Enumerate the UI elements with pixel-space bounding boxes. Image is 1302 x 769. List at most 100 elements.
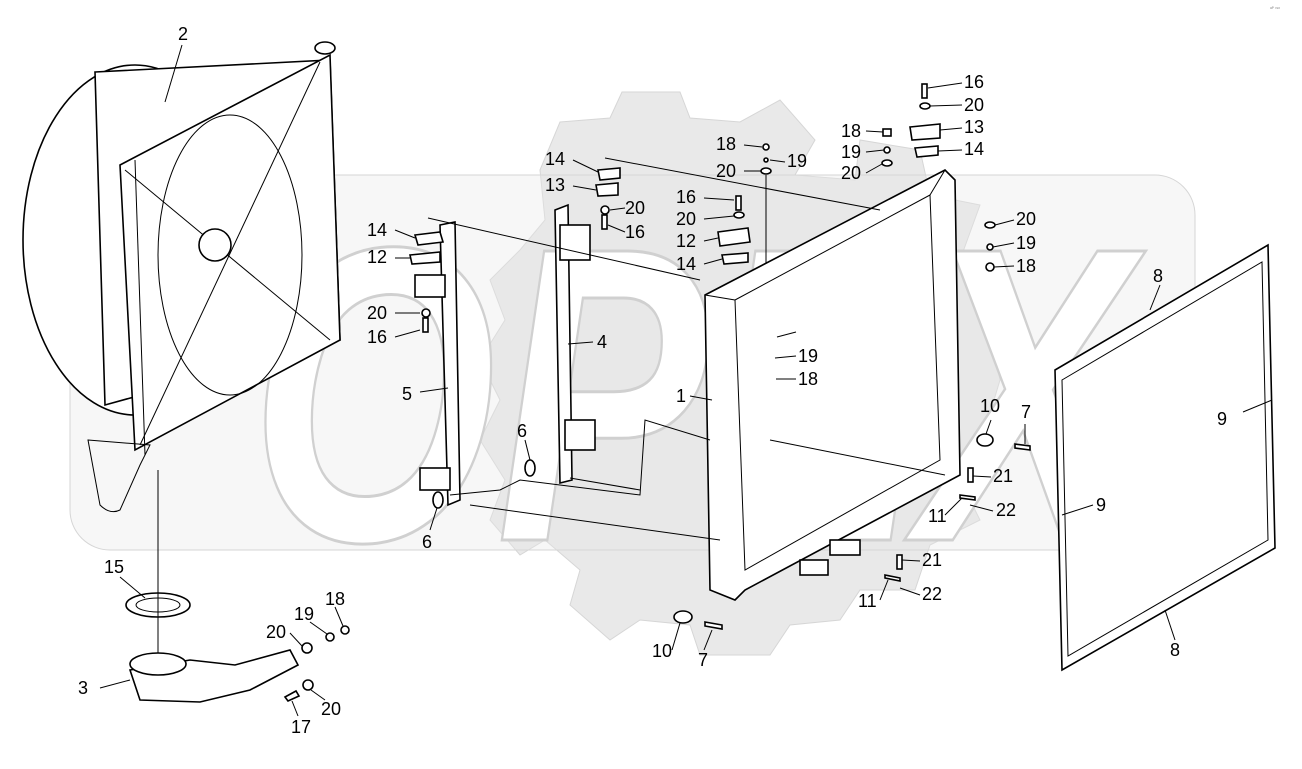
leader-19c bbox=[865, 149, 885, 153]
leader-20a bbox=[289, 632, 303, 647]
bushing-10-b bbox=[673, 610, 693, 624]
leader-13b bbox=[939, 127, 963, 131]
guide-e bbox=[569, 477, 641, 491]
leader-22a bbox=[969, 504, 994, 512]
leader-16d bbox=[927, 82, 963, 89]
callout-16-d: 16 bbox=[964, 72, 984, 92]
fan-shroud-assembly bbox=[22, 41, 341, 513]
callout-9-a: 9 bbox=[1217, 409, 1227, 429]
leader-15 bbox=[119, 576, 146, 599]
leader-11a bbox=[944, 497, 963, 516]
leader-11b bbox=[879, 579, 889, 601]
callout-18-c: 18 bbox=[841, 121, 861, 141]
callout-8-b: 8 bbox=[1170, 640, 1180, 660]
callout-18-a: 18 bbox=[325, 589, 345, 609]
washer-19-a bbox=[325, 632, 335, 642]
pad-14-c bbox=[721, 252, 749, 265]
bracket-3-collar bbox=[129, 652, 187, 676]
clamp-12-b bbox=[717, 227, 751, 247]
washer-20-i bbox=[984, 221, 996, 229]
callout-7-a: 7 bbox=[1021, 402, 1031, 422]
leader-4 bbox=[567, 341, 594, 345]
callout-4: 4 bbox=[597, 332, 607, 352]
washer-20-d bbox=[600, 205, 610, 215]
leader-10a bbox=[985, 419, 992, 435]
callout-14-a: 14 bbox=[545, 149, 565, 169]
leader-19b bbox=[769, 159, 786, 163]
callout-14-d: 14 bbox=[964, 139, 984, 159]
callout-1: 1 bbox=[676, 386, 686, 406]
leader-lines bbox=[99, 44, 1273, 689]
guide-c bbox=[449, 419, 711, 496]
callout-16-a: 16 bbox=[367, 327, 387, 347]
frame-lug bbox=[314, 41, 336, 55]
callout-10-a: 10 bbox=[980, 396, 1000, 416]
callouts: 2 1 3 4 5 6 6 7 7 8 8 9 9 10 10 11 11 12… bbox=[78, 24, 1227, 737]
upright-5-plate-bottom bbox=[419, 467, 451, 491]
bolt-16-a bbox=[422, 317, 429, 333]
leader-22b bbox=[899, 587, 921, 596]
leader-12b bbox=[703, 237, 719, 242]
guide-a bbox=[427, 217, 701, 281]
nut-18-c bbox=[882, 128, 892, 137]
left-upright-5 bbox=[409, 221, 461, 509]
callout-22-a: 22 bbox=[996, 500, 1016, 520]
callout-12-a: 12 bbox=[367, 247, 387, 267]
leader-10b bbox=[671, 622, 681, 651]
upright-4-plate-top bbox=[559, 224, 591, 261]
callout-20-d: 20 bbox=[625, 198, 645, 218]
washer-20-b bbox=[302, 679, 314, 691]
upright-4-bar bbox=[554, 203, 573, 485]
upright-4-plate-bottom bbox=[564, 419, 596, 451]
leader-21b bbox=[901, 559, 921, 562]
callout-15: 15 bbox=[104, 557, 124, 577]
leader-20d bbox=[609, 207, 626, 211]
washer-20-h bbox=[919, 102, 931, 110]
leader-20i bbox=[994, 219, 1015, 226]
pad-14-d bbox=[914, 145, 939, 158]
callout-17: 17 bbox=[291, 717, 311, 737]
frame-bracket bbox=[87, 439, 151, 513]
callout-11-a: 11 bbox=[928, 506, 947, 526]
leader-16a bbox=[394, 329, 421, 338]
leader-6b bbox=[524, 439, 531, 461]
callout-5: 5 bbox=[402, 384, 412, 404]
callout-16-b: 16 bbox=[625, 222, 645, 242]
clamp-13-a bbox=[595, 182, 619, 197]
bolt-17 bbox=[283, 689, 301, 702]
main-frame-1 bbox=[673, 169, 1031, 630]
assembly-lines bbox=[427, 157, 946, 541]
bushing-10-a bbox=[976, 433, 994, 447]
callout-10-b: 10 bbox=[652, 641, 672, 661]
callout-8-a: 8 bbox=[1153, 266, 1163, 286]
guide-d bbox=[469, 504, 721, 541]
bolt-16-c bbox=[735, 195, 742, 211]
callout-20-i: 20 bbox=[1016, 209, 1036, 229]
leader-8a bbox=[1149, 284, 1161, 311]
callout-20-a: 20 bbox=[266, 622, 286, 642]
leader-19d bbox=[992, 242, 1015, 248]
callout-18-b: 18 bbox=[716, 134, 736, 154]
callout-16-c: 16 bbox=[676, 187, 696, 207]
callout-21-a: 21 bbox=[993, 466, 1013, 486]
leader-20f bbox=[703, 215, 735, 220]
bolt-11-b bbox=[884, 574, 901, 582]
callout-11-b: 11 bbox=[858, 591, 877, 611]
upright-5-plate-top bbox=[414, 274, 446, 298]
leader-20g bbox=[929, 104, 963, 107]
callout-20-e: 20 bbox=[716, 161, 736, 181]
callout-7-b: 7 bbox=[698, 650, 708, 670]
leader-18a bbox=[334, 606, 344, 627]
leader-18b bbox=[743, 144, 763, 148]
callout-20-b: 20 bbox=[321, 699, 341, 719]
bolt-21-a bbox=[967, 467, 974, 483]
callout-19-a: 19 bbox=[294, 604, 314, 624]
callout-19-d: 19 bbox=[1016, 233, 1036, 253]
leader-19a bbox=[309, 621, 328, 635]
pin-7-a bbox=[1014, 443, 1031, 451]
callout-13-a: 13 bbox=[545, 175, 565, 195]
callout-20-f: 20 bbox=[676, 209, 696, 229]
leader-9b bbox=[1061, 504, 1094, 516]
frame-diagonal-2 bbox=[139, 61, 321, 446]
